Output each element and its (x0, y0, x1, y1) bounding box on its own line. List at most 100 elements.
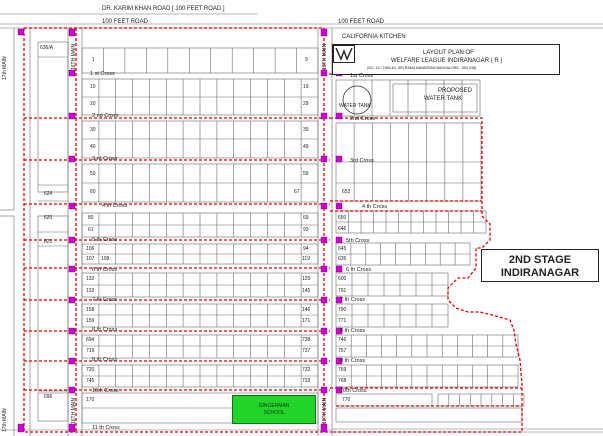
plot-number: 61 (88, 227, 94, 233)
cross-label-10-right: 10th Cross (340, 388, 367, 394)
top-road-label: DR. KARIM KHAN ROAD [ 100 FEET ROAD ] (102, 6, 225, 12)
main-road-label-left-bottom: 17th MAIN (2, 408, 8, 432)
plot-number: 650 (338, 215, 347, 221)
plot-number: 29 (303, 101, 309, 107)
plot-number: 791 (338, 288, 347, 294)
plot-number: 771 (338, 318, 347, 324)
cross-label-6: 6 th Cross (92, 267, 118, 273)
plot-number: 9 (305, 57, 308, 63)
title-line-2: WELFARE LEAGUE INDIRANAGAR ( R ) (391, 58, 503, 64)
cross-label-9-right: 9 th Cross (340, 358, 366, 364)
plot-number: 620 (44, 215, 53, 221)
school-plot: GINGERMAN SCHOOL (232, 395, 316, 424)
school-label-line-2: SCHOOL (263, 410, 285, 416)
cross-label-8-right: 8 th Cross (340, 328, 366, 334)
plot-number: 790 (338, 307, 347, 313)
plot-number: 696 (44, 394, 53, 400)
plot-number: 768 (338, 378, 347, 384)
plot-number: 745 (86, 378, 95, 384)
plot-number: 694 (86, 337, 95, 343)
main-road-label-4: 15TH MAIN (322, 397, 328, 424)
plot-number: 20 (90, 101, 96, 107)
plot-number: 19 (303, 84, 309, 90)
plot-number: 50 (90, 171, 96, 177)
plot-number: 770 (342, 397, 351, 403)
plot-number: 93 (303, 227, 309, 233)
plot-number: 171 (302, 318, 311, 324)
plot-number: 720 (86, 367, 95, 373)
plot-number: 133 (86, 288, 95, 294)
plot-number: 80 (88, 215, 94, 221)
cross-label-7: 7 th Cross (92, 297, 118, 303)
plot-number: 737 (302, 348, 311, 354)
logo-icon (333, 45, 355, 63)
plot-number: 600 (338, 276, 347, 282)
plot-number: 94 (303, 246, 309, 252)
landmark-label: CALIFORNIA KITCHEN (342, 34, 406, 40)
water-tank-label: WATER TANK (339, 103, 371, 109)
plot-number: 40 (90, 144, 96, 150)
plot-number: 132 (86, 276, 95, 282)
plot-number: 30 (90, 127, 96, 133)
plot-number: 719 (86, 348, 95, 354)
plot-number: 69 (303, 215, 309, 221)
plot-number: 635 (338, 256, 347, 262)
plot-number: 624 (44, 191, 53, 197)
plot-number: 145 (302, 288, 311, 294)
plot-number: 60 (90, 189, 96, 195)
stage-label-line-1: 2ND STAGE (508, 254, 572, 266)
plot-number: 769 (338, 367, 347, 373)
plot-number: 646 (338, 226, 347, 232)
main-road-label-2: 16TH MAIN (71, 397, 77, 424)
main-road-label-1: 16TH MAIN (71, 43, 77, 70)
cross-label-7-right: 7 th Cross (340, 297, 366, 303)
cross-label-9: 9 th Cross (92, 357, 118, 363)
plot-number: 158 (86, 307, 95, 313)
school-label-line-1: GINGERMAN (258, 403, 290, 409)
cross-label-4-right: 4 th Cross (362, 204, 388, 210)
cross-label-5: 5 th Cross (92, 237, 118, 243)
cross-label-4: 4 th Cross (102, 203, 128, 209)
cross-label-2: 2 nd Cross (92, 113, 119, 119)
main-road-label-left-top: 17th MAIN (2, 56, 8, 80)
plot-number: 733 (302, 378, 311, 384)
plot-number: 757 (338, 348, 347, 354)
cross-label-2-right: 2nd Cross (350, 116, 376, 122)
plot-number: 107 (86, 256, 95, 262)
main-road-label-3: 15TH MAIN (322, 43, 328, 70)
plot-number: 49 (303, 144, 309, 150)
plot-number: 67 (294, 189, 300, 195)
cross-label-11: 11 th Cross (92, 425, 120, 431)
plot-number: 170 (86, 397, 95, 403)
cross-label-6-right: 6 th Cross (346, 267, 372, 273)
proposed-tank-line-2: WATER TANK (424, 96, 463, 102)
plot-number: 10 (90, 84, 96, 90)
plot-number: 645 (338, 246, 347, 252)
proposed-tank-line-1: PROPOSED (438, 88, 473, 94)
cross-label-1-right: 1st Cross (350, 73, 374, 79)
plot-number: 108 (101, 256, 110, 262)
stage-label-line-2: INDIRANAGAR (500, 267, 580, 279)
plot-number: 636/A (40, 45, 54, 51)
plot-number: 39 (303, 127, 309, 133)
cross-label-3-right: 3rd Cross (350, 158, 374, 164)
feet-road-left-label: 100 FEET ROAD (102, 19, 148, 25)
plot-number: 59 (303, 171, 309, 177)
plot-number: 159 (86, 318, 95, 324)
cross-label-5-right: 5th Cross (346, 238, 370, 244)
plot-number: 746 (338, 337, 347, 343)
plot-number: 106 (86, 246, 95, 252)
cross-label-3: 3 rd Cross (92, 156, 118, 162)
feet-road-right-label: 100 FEET ROAD (338, 19, 384, 25)
plot-number: 119 (302, 256, 310, 262)
plot-number: 653 (342, 189, 351, 195)
title-line-1: LAYOUT PLAN OF (423, 50, 474, 56)
stage-label-box: 2ND STAGE INDIRANAGAR (481, 249, 599, 282)
cross-label-8: 8 th Cross (92, 327, 118, 333)
title-box: LAYOUT PLAN OF WELFARE LEAGUE INDIRANAGA… (332, 44, 560, 75)
plot-number: 738 (302, 337, 311, 343)
cross-label-10: 10th Cross (92, 388, 119, 394)
cross-label-1: 1 st Cross (90, 71, 115, 77)
